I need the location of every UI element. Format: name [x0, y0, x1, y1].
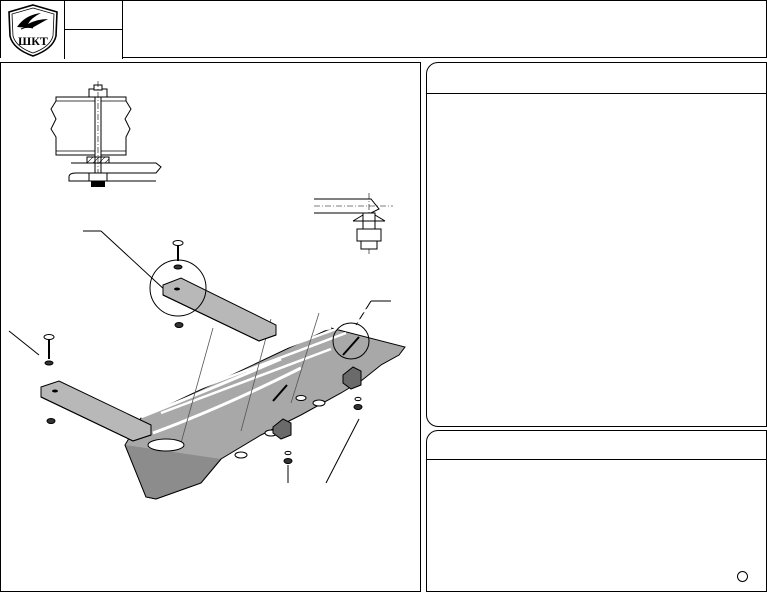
notes-panel	[426, 430, 767, 592]
long-bolt-icon	[43, 240, 360, 402]
page-marker-circle	[737, 571, 748, 582]
washer-icon	[284, 396, 362, 456]
clip-nut-detail	[314, 193, 393, 255]
shield-bird-logo-icon: ШКТ	[8, 4, 58, 57]
notes-panel-title	[427, 431, 766, 460]
code-cell-bottom	[65, 30, 123, 59]
hardware-panel-title	[427, 63, 766, 94]
hardware-list-panel	[426, 62, 767, 427]
assembly-diagram-panel	[0, 62, 421, 592]
logo-cell: ШКТ	[1, 1, 65, 59]
nut-icon	[46, 322, 363, 464]
header-bar: ШКТ	[0, 0, 767, 59]
logo-text: ШКТ	[18, 34, 48, 48]
skid-plate-assembly	[8, 81, 406, 500]
bolt-section-detail	[50, 81, 162, 187]
code-cell-top	[65, 1, 123, 30]
